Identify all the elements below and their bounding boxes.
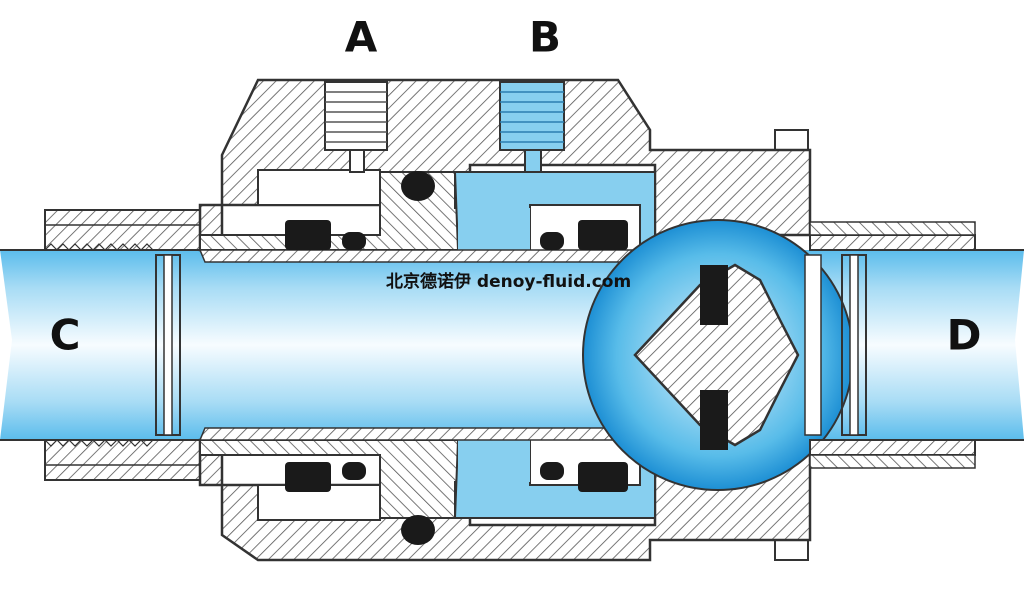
thread-teeth-top bbox=[44, 243, 154, 251]
check-valve-icon bbox=[633, 263, 800, 450]
port-b-label: B bbox=[529, 13, 561, 62]
right-threaded-tube bbox=[774, 129, 1024, 561]
left-threaded-tube bbox=[0, 209, 201, 481]
o-ring-seal-icon bbox=[285, 171, 628, 545]
port-b bbox=[499, 81, 565, 173]
pressure-chamber bbox=[453, 171, 656, 519]
end-c-label: C bbox=[50, 311, 81, 360]
end-d-label: D bbox=[947, 311, 982, 360]
thread-teeth-bottom bbox=[44, 439, 154, 447]
port-a-label: A bbox=[345, 13, 378, 62]
port-a bbox=[324, 81, 388, 173]
watermark-text: 北京德诺伊 denoy-fluid.com bbox=[386, 271, 631, 292]
